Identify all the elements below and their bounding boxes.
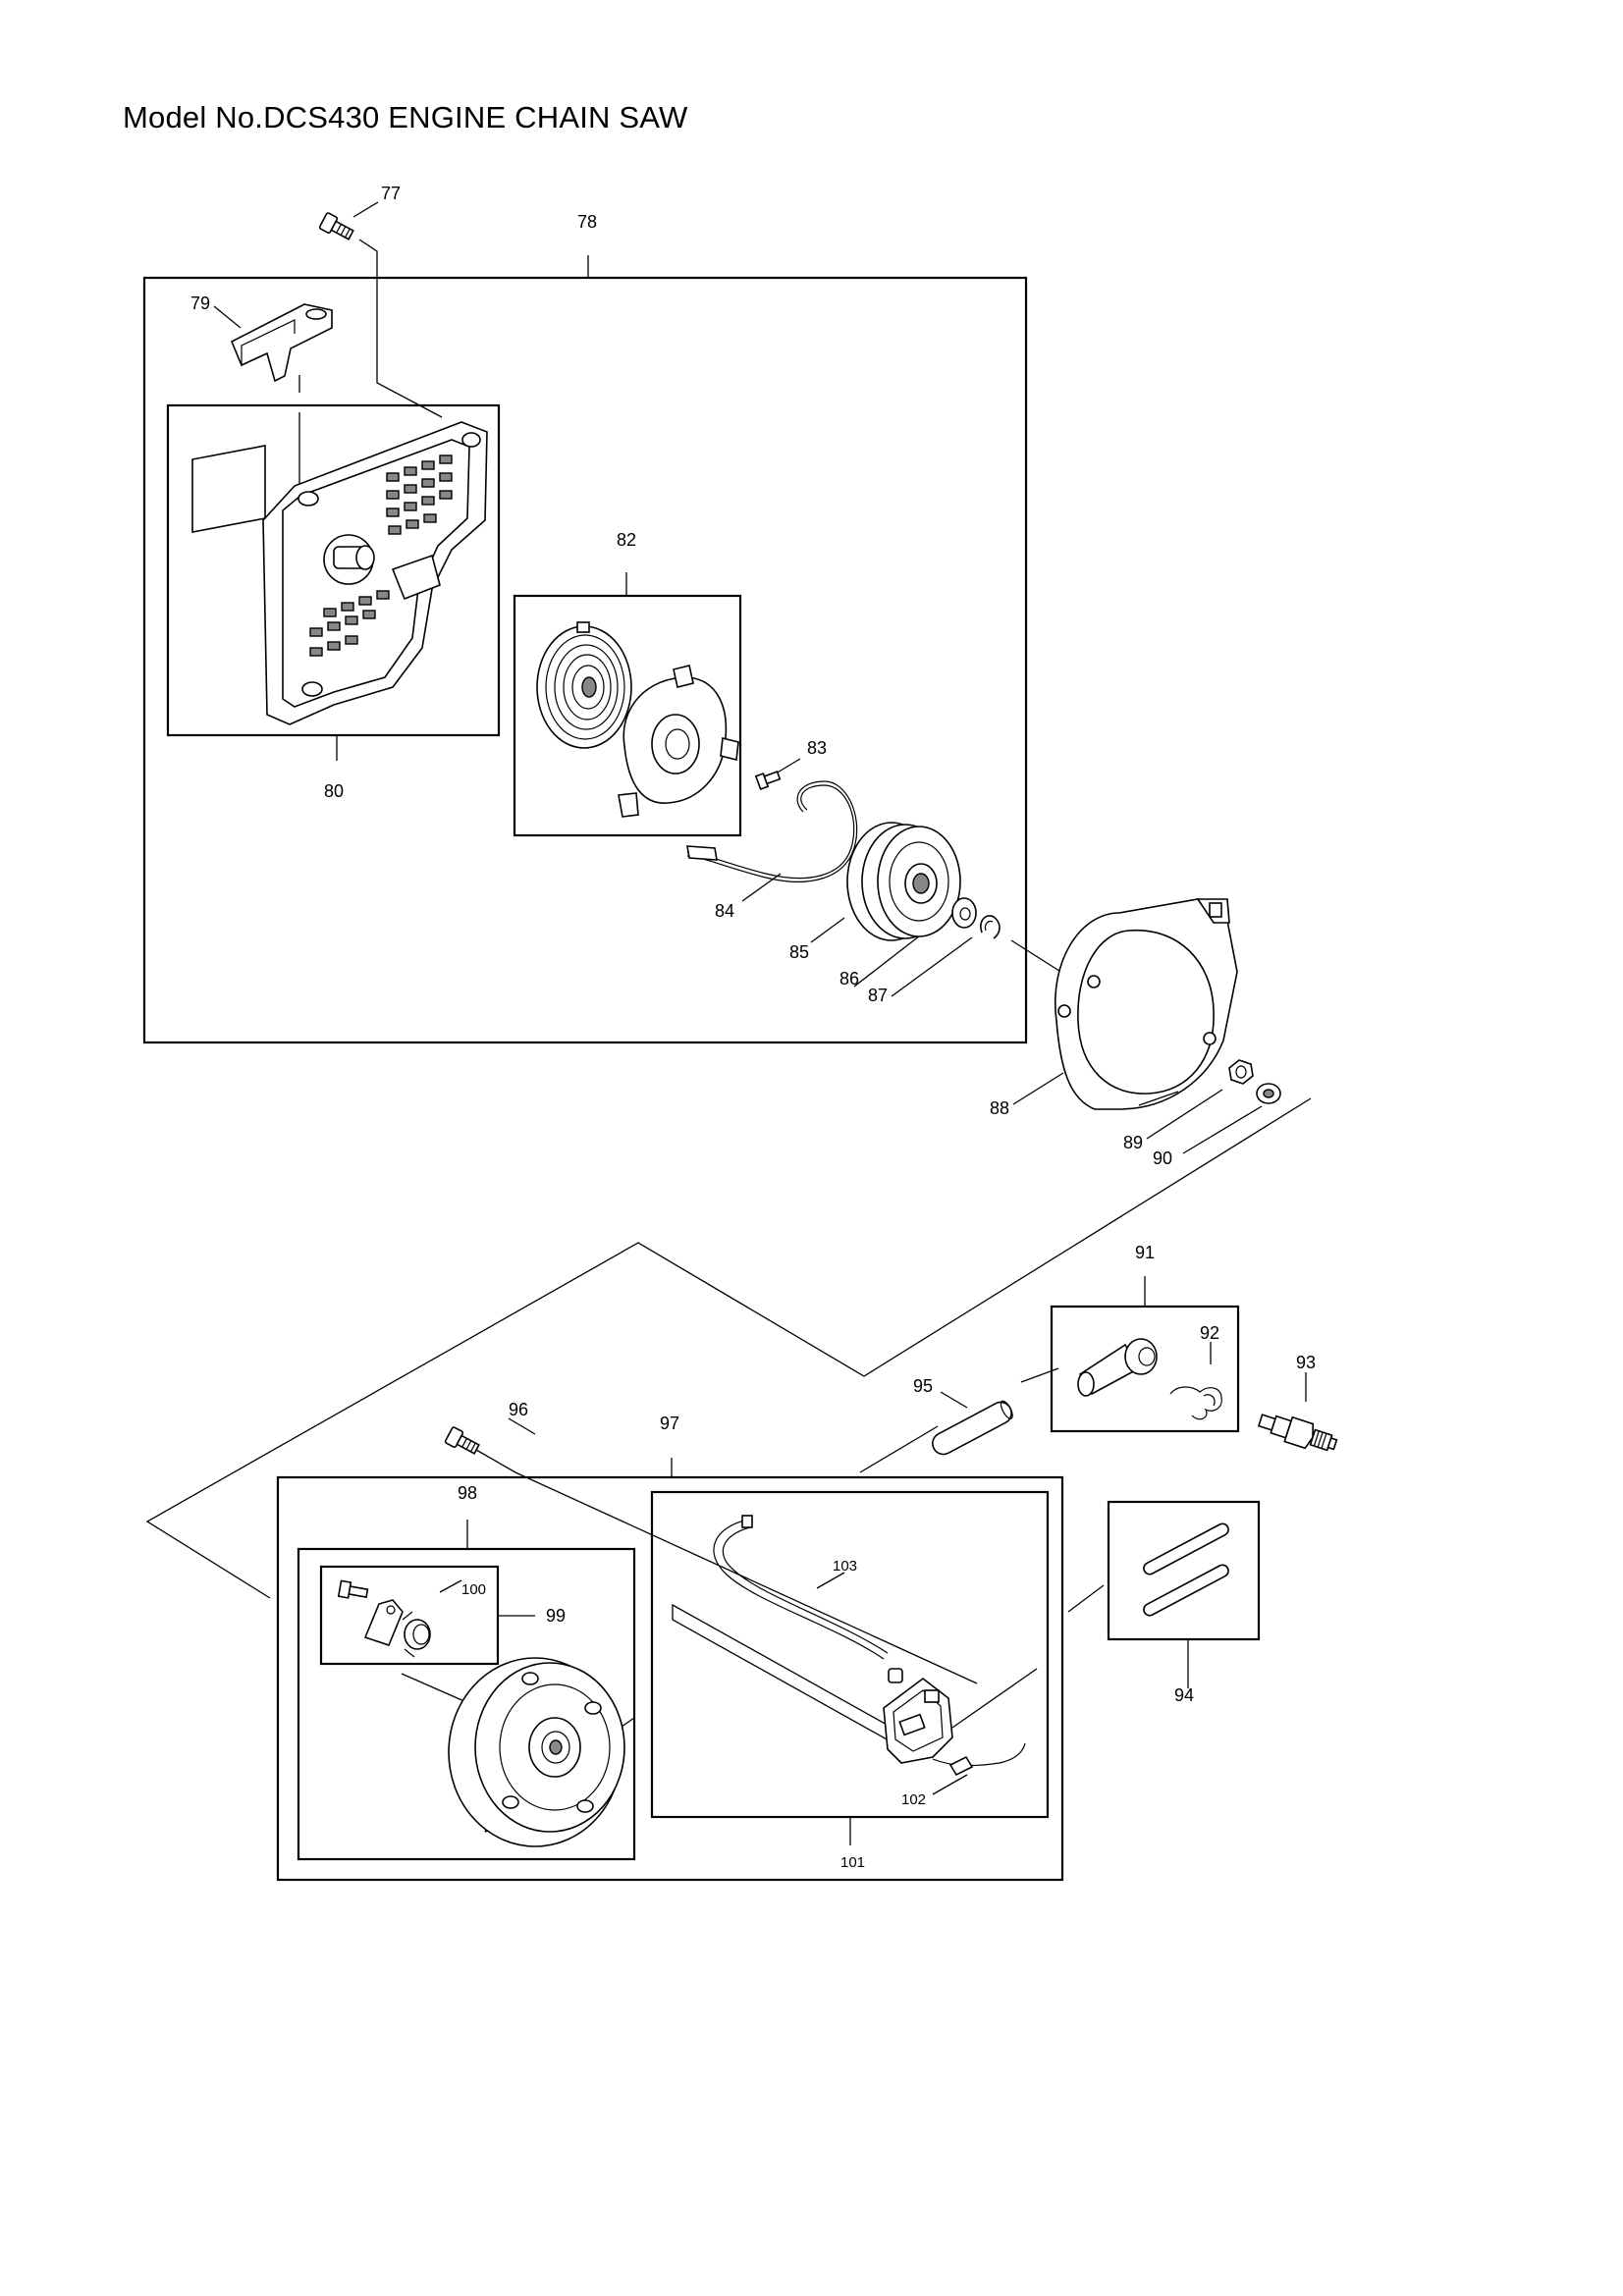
recoil-spring-part-82 xyxy=(536,621,632,749)
housing-vent-slots xyxy=(309,454,453,657)
washer-part-86 xyxy=(951,897,977,929)
assembly-frame-97 xyxy=(276,1475,1064,1882)
fan-housing-part-88 xyxy=(1055,898,1238,1110)
callout-96: 96 xyxy=(509,1400,528,1419)
page-title: Model No.DCS430 ENGINE CHAIN SAW xyxy=(123,100,688,134)
tube-part-95 xyxy=(932,1400,1013,1456)
callout-86: 86 xyxy=(839,969,859,988)
callout-91: 91 xyxy=(1135,1243,1155,1262)
callout-92: 92 xyxy=(1200,1323,1219,1343)
callout-89: 89 xyxy=(1123,1133,1143,1152)
callout-87: 87 xyxy=(868,986,888,1005)
callout-103: 103 xyxy=(833,1558,857,1575)
callout-99: 99 xyxy=(546,1606,566,1626)
circlip-part-87 xyxy=(980,915,1001,939)
callout-90: 90 xyxy=(1153,1148,1172,1168)
washer-part-90 xyxy=(1256,1083,1281,1104)
ground-terminal-part-102 xyxy=(932,1742,1026,1777)
ignition-coil-part-101 xyxy=(883,1668,953,1764)
assembly-frame-78 xyxy=(142,276,1028,1044)
callout-77: 77 xyxy=(381,184,401,203)
starter-housing-part-80 xyxy=(191,421,488,725)
callout-83: 83 xyxy=(807,738,827,758)
tube-part-94-a xyxy=(1143,1522,1229,1575)
callout-101: 101 xyxy=(840,1854,865,1871)
callout-98: 98 xyxy=(458,1483,477,1503)
callout-102: 102 xyxy=(901,1791,926,1808)
callout-82: 82 xyxy=(617,530,636,550)
plug-spring-part-92 xyxy=(1169,1386,1222,1420)
assembly-path-line-4 xyxy=(1020,1367,1059,1383)
starter-rope-part-84 xyxy=(686,780,858,882)
bolt-part-77 xyxy=(318,212,354,240)
callout-labels: 77 78 79 80 82 83 84 85 86 87 88 89 90 9… xyxy=(190,184,1316,1871)
pawl-part-99 xyxy=(363,1599,404,1646)
flywheel-part-98 xyxy=(448,1657,625,1847)
callout-79: 79 xyxy=(190,294,210,313)
assembly-path-line-3 xyxy=(859,1425,939,1473)
callout-97: 97 xyxy=(660,1414,679,1433)
callout-88: 88 xyxy=(990,1098,1009,1118)
assembly-frame-98 xyxy=(297,1547,636,1861)
rope-reel-part-85 xyxy=(846,822,961,941)
assembly-frame-80 xyxy=(166,403,501,737)
pawl-bolt-part-99 xyxy=(337,1579,369,1599)
assembly-path-line-2 xyxy=(1067,1584,1105,1613)
tube-part-94-b xyxy=(1143,1564,1229,1617)
callout-85: 85 xyxy=(789,942,809,962)
callout-94: 94 xyxy=(1174,1685,1194,1705)
bolt-part-96 xyxy=(444,1426,480,1455)
nut-part-89 xyxy=(1228,1059,1254,1085)
callout-78: 78 xyxy=(577,212,597,232)
callout-95: 95 xyxy=(913,1376,933,1396)
assembly-frame-82 xyxy=(513,594,742,837)
handle-knob-part-79 xyxy=(230,303,333,383)
assembly-frame-101 xyxy=(650,1490,1050,1819)
pawl-spring-part-100 xyxy=(402,1611,431,1658)
lead-wire-part-103 xyxy=(713,1515,889,1660)
callout-93: 93 xyxy=(1296,1353,1316,1372)
spark-plug-part-93 xyxy=(1257,1414,1338,1452)
plug-cap-part-92 xyxy=(1077,1338,1158,1397)
assembly-path-line xyxy=(145,1097,1312,1599)
spring-cover-part-82 xyxy=(618,665,739,818)
screw-part-83 xyxy=(754,771,782,790)
callout-100: 100 xyxy=(461,1581,486,1598)
assembly-frame-94 xyxy=(1107,1500,1261,1641)
leader-lines xyxy=(213,201,1307,1845)
callout-84: 84 xyxy=(715,901,734,921)
callout-80: 80 xyxy=(324,781,344,801)
